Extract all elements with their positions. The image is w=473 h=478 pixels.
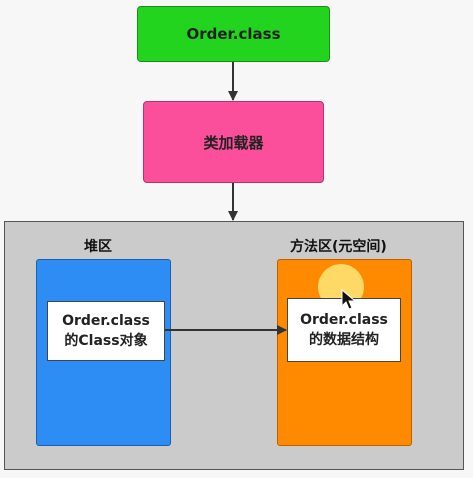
class-object-line1: Order.class <box>62 313 150 329</box>
data-structure-line1: Order.class <box>300 312 388 328</box>
class-loader-label: 类加载器 <box>203 133 264 152</box>
order-class-node: Order.class <box>137 6 330 62</box>
data-structure-line2: 的数据结构 <box>309 332 379 348</box>
class-object-card: Order.class 的Class对象 <box>47 301 165 361</box>
method-area-label: 方法区(元空间) <box>290 239 387 255</box>
mouse-cursor-icon <box>341 289 357 310</box>
class-object-line2: 的Class对象 <box>64 333 148 349</box>
class-loader-node: 类加载器 <box>143 101 324 183</box>
order-class-label: Order.class <box>186 25 281 43</box>
heap-label: 堆区 <box>84 239 112 255</box>
data-structure-card: Order.class 的数据结构 <box>287 298 401 362</box>
